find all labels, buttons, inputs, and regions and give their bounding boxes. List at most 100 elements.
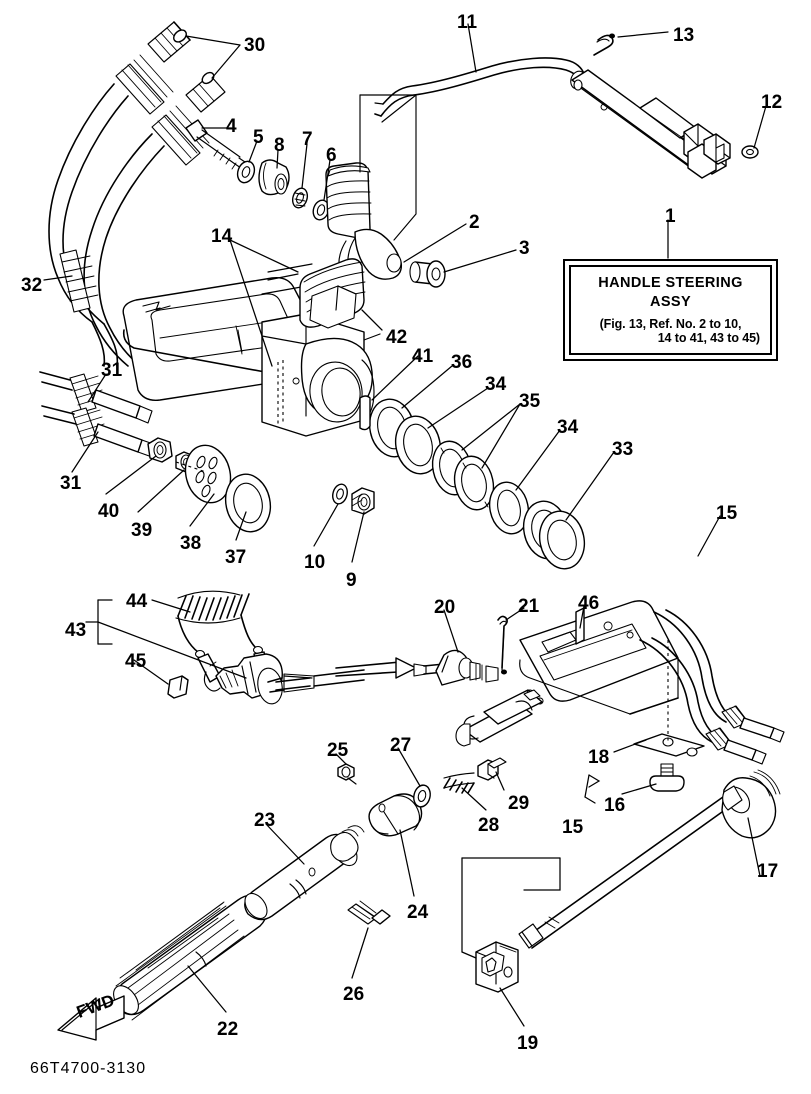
engine-stop-switch-43	[85, 590, 365, 705]
cable-boot-lower	[59, 249, 99, 313]
screw-26	[347, 900, 391, 925]
spring-28	[443, 772, 475, 794]
ref-number-washer: 34	[557, 417, 579, 438]
handle-steering-assy-callout: HANDLE STEERING ASSY (Fig. 13, Ref. No. …	[563, 259, 778, 361]
part-number: 66T4700-3130	[30, 1060, 147, 1077]
ref-number-pin: 3	[519, 238, 530, 259]
throttle-grip-22	[113, 894, 268, 1021]
steering-arm-housing-15	[455, 600, 785, 804]
ref-number-bushing: 37	[225, 547, 247, 568]
ref-number-washer: 6	[326, 145, 337, 166]
ref-number-nut: 40	[98, 501, 120, 522]
clamp-19	[475, 941, 519, 993]
ref-number-mounting-plate: 18	[588, 747, 610, 768]
ref-number-lock-nut: 9	[346, 570, 357, 591]
ref-number-washer: 27	[390, 735, 412, 756]
throttle-boot-upper-assembly	[325, 94, 446, 288]
ref-number-bolt: 16	[604, 795, 626, 816]
cotter-pin-13	[593, 33, 615, 56]
ref-number-throttle-cable: 32	[21, 275, 43, 296]
ref-number-cable-joint: 31	[101, 360, 123, 381]
ref-number-bushing: 41	[412, 346, 434, 367]
callout-ref-line2: 14 to 41, 43 to 45)	[657, 331, 760, 345]
bushing-41	[359, 395, 371, 431]
cable-joint-31b	[71, 407, 157, 458]
ref-number-cable-joint: 31	[60, 473, 82, 494]
tilt-rod-assembly-17	[461, 769, 781, 993]
washer-27	[413, 784, 431, 808]
fastener-row-top	[185, 119, 330, 221]
ref-number-washer: 39	[131, 520, 153, 541]
ref-number-washer: 5	[253, 127, 264, 148]
washer-10	[332, 483, 348, 505]
bolt-29	[477, 757, 507, 781]
ref-number-bolt: 4	[226, 116, 237, 137]
ref-number-grip-tube: 23	[254, 810, 276, 831]
cable-boot-mid	[151, 105, 210, 166]
ref-number-steering-rod: 11	[457, 12, 478, 33]
bolt-4	[185, 119, 246, 170]
nut-40	[147, 437, 173, 463]
cable-joint-31a	[69, 373, 153, 424]
callout-title-line2: ASSY	[649, 294, 692, 310]
ref-number-throttle-grip: 22	[217, 1019, 239, 1040]
steering-shaft	[455, 689, 543, 747]
callout-ref-line1: (Fig. 13, Ref. No. 2 to 10,	[599, 317, 742, 331]
cotter-pin-21	[497, 615, 508, 675]
lanyard-clip-left	[194, 649, 221, 692]
ref-number-washer: 34	[485, 374, 507, 395]
ref-number-bolt: 29	[508, 793, 530, 814]
lanyard-coil-44	[175, 590, 257, 653]
bolt-16	[649, 763, 685, 792]
ref-number-bushing: 8	[274, 135, 285, 156]
rear-cable-fitting-b	[705, 727, 767, 765]
pin-3	[409, 260, 446, 288]
ref-number-cable-end-fitting: 30	[244, 35, 266, 56]
ref-number-cable-plate: 38	[180, 533, 202, 554]
ref-number-lanyard-cord: 44	[126, 591, 148, 612]
ref-number-screw: 25	[327, 740, 349, 761]
steering-bracket	[571, 69, 731, 179]
ref-number-handle-body: 14	[211, 226, 233, 247]
ref-number-steering-arm: 15	[562, 817, 584, 838]
ref-number-shift-lever: 20	[434, 597, 456, 618]
grommet-42	[299, 258, 366, 329]
mounting-plate-18	[633, 640, 705, 757]
ref-number-cotter-pin: 13	[673, 25, 695, 46]
ref-number-throttle-lever: 2	[469, 212, 480, 233]
ref-number-screw: 26	[343, 984, 365, 1005]
shift-cable-assembly	[275, 615, 508, 691]
cable-boot-upper	[115, 54, 174, 115]
grip-tube-23	[244, 825, 365, 921]
ref-number-engine-stop-switch-assy: 43	[65, 620, 87, 641]
bushing-37	[224, 473, 272, 533]
rear-cable-fitting-a	[721, 705, 785, 743]
callout-title-line1: HANDLE STEERING	[598, 275, 743, 291]
cable-plate-38	[175, 444, 232, 504]
screw-25	[337, 763, 357, 785]
washer-34a	[394, 415, 442, 475]
ref-number-tilt-handle-knob: 17	[757, 861, 779, 882]
ref-number-grommet: 42	[386, 327, 408, 348]
ref-number-handle-steering-assy: 1	[665, 206, 676, 227]
handle-body-14	[122, 263, 381, 437]
throttle-cable-assembly	[48, 21, 226, 367]
ref-number-spring: 28	[478, 815, 500, 836]
ref-number-washer: 12	[761, 92, 783, 113]
steering-rod-assembly	[374, 33, 759, 179]
ref-number-spring-washer: 7	[302, 129, 313, 150]
washer-stack	[368, 398, 586, 570]
cable-joint-group	[39, 371, 375, 533]
tilt-knob	[721, 769, 781, 839]
ref-number-collar: 24	[407, 902, 429, 923]
ref-number-washer: 10	[304, 552, 326, 573]
stop-switch-body	[215, 653, 365, 705]
washer-33b	[538, 510, 586, 570]
washer-34b	[488, 481, 530, 535]
leader-lines	[43, 23, 767, 1027]
fwd-arrow	[57, 995, 125, 1041]
bushing-8	[258, 159, 290, 196]
ref-number-washer: 36	[451, 352, 473, 373]
